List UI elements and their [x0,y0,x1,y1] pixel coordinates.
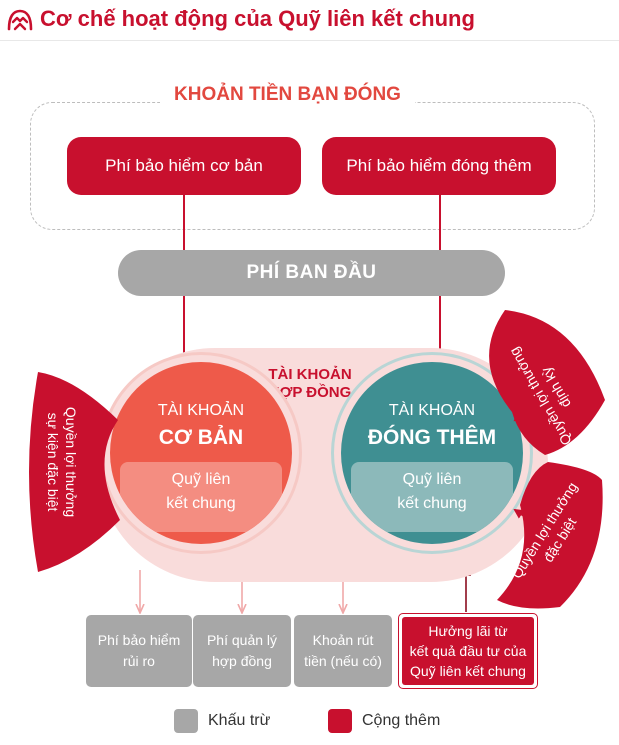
legend-deduct-swatch [174,709,198,733]
deduction-risk-line2: rủi ro [123,653,155,669]
interest-line2: kết quả đầu tư của [409,643,527,659]
interest-line1: Hưởng lãi từ [428,623,508,639]
deduction-risk-premium: Phí bảo hiểm rủi ro [86,615,192,687]
deduction-withdrawal-line1: Khoản rút [312,632,374,648]
topup-account-line1: TÀI KHOẢN [388,402,476,419]
left-benefit-line2: sự kiện đặc biệt [45,413,61,512]
header-divider [0,40,619,41]
topup-premium-box: Phí bảo hiểm đóng thêm [322,137,556,195]
topup-fund-area: Quỹ liên kết chung [351,462,513,532]
basic-account-line2: CƠ BẢN [158,426,244,449]
deduction-risk-line1: Phí bảo hiểm [97,632,181,648]
contribution-title: KHOẢN TIỀN BẠN ĐÓNG [160,84,415,106]
legend-add-label: Cộng thêm [362,712,441,729]
topup-account-line2: ĐÓNG THÊM [367,426,497,449]
basic-fund-line1: Quỹ liên [171,471,231,488]
initial-fee-bar: PHÍ BAN ĐẦU [118,250,505,296]
deduction-management-line1: Phí quản lý [206,632,278,648]
left-benefit-line1: Quyền lợi thưởng [63,407,79,517]
basic-fund-line2: kết chung [166,495,236,512]
page-title: Cơ chế hoạt động của Quỹ liên kết chung [40,6,475,31]
basic-account-circle: TÀI KHOẢN CƠ BẢN Quỹ liên kết chung [110,362,292,544]
basic-fund-area: Quỹ liên kết chung [120,462,282,532]
left-benefit-petal [29,372,120,572]
basic-premium-box: Phí bảo hiểm cơ bản [67,137,301,195]
logo-icon [7,9,33,31]
deduction-withdrawal-line2: tiền (nếu có) [304,653,382,669]
legend-add-swatch [328,709,352,733]
basic-account-line1: TÀI KHOẢN [157,402,245,419]
topup-fund-line1: Quỹ liên [402,471,462,488]
topup-account-circle: TÀI KHOẢN ĐÓNG THÊM Quỹ liên kết chung [341,362,523,544]
deduction-management-line2: hợp đồng [212,653,272,669]
interest-line3: Quỹ liên kết chung [410,663,526,679]
contract-account-line2: HỢP ĐỒNG [268,384,352,401]
deduction-withdrawal: Khoản rút tiền (nếu có) [294,615,392,687]
topup-fund-line2: kết chung [397,495,467,512]
legend-deduct-label: Khấu trừ [208,712,271,729]
right-bottom-benefit-petal [497,462,603,609]
contract-account-label: TÀI KHOẢN HỢP ĐỒNG [230,366,390,402]
deduction-management-fee: Phí quản lý hợp đồng [193,615,291,687]
contract-account-line1: TÀI KHOẢN [268,366,352,383]
